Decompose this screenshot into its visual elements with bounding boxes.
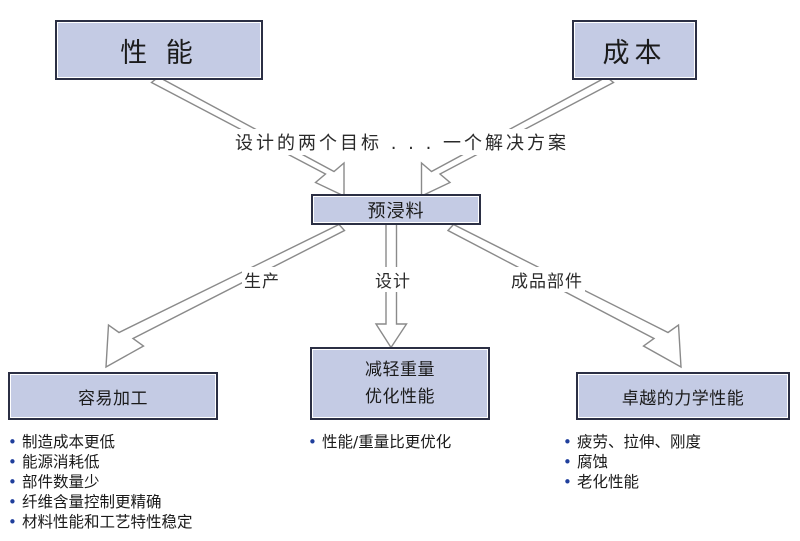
list-item: • 性能/重量比更优化 xyxy=(308,432,451,452)
list-item: • 制造成本更低 xyxy=(8,432,193,452)
node-cost[interactable]: 成本 xyxy=(572,20,697,80)
node-prepreg[interactable]: 预浸料 xyxy=(311,194,481,225)
bullet-dot-icon: • xyxy=(563,433,572,451)
list-item-label: 制造成本更低 xyxy=(22,433,116,451)
list-item: • 腐蚀 xyxy=(563,452,701,472)
bullet-list-weight-performance: • 性能/重量比更优化 xyxy=(308,432,451,452)
list-item: • 疲劳、拉伸、刚度 xyxy=(563,432,701,452)
arrow-prepreg-to-mechanical xyxy=(446,223,682,369)
list-item-label: 疲劳、拉伸、刚度 xyxy=(577,433,702,451)
bullet-dot-icon: • xyxy=(8,433,17,451)
list-item: • 材料性能和工艺特性稳定 xyxy=(8,512,193,532)
bullet-dot-icon: • xyxy=(8,493,17,511)
list-item: • 老化性能 xyxy=(563,472,701,492)
bullet-dot-icon: • xyxy=(563,473,572,491)
node-prepreg-label: 预浸料 xyxy=(367,200,425,222)
node-weight-performance-label-1: 减轻重量 xyxy=(365,360,435,381)
node-performance[interactable]: 性 能 xyxy=(55,20,263,80)
node-easy-processing-label: 容易加工 xyxy=(78,388,148,409)
bullet-list-easy-processing: • 制造成本更低 • 能源消耗低 • 部件数量少 • 纤维含量控制更精确 • 材… xyxy=(8,432,193,532)
list-item-label: 部件数量少 xyxy=(22,473,100,491)
arrow-prepreg-to-easy-processing xyxy=(105,223,346,369)
bullet-dot-icon: • xyxy=(308,433,317,451)
list-item-label: 能源消耗低 xyxy=(22,453,100,471)
node-weight-performance-label-2: 优化性能 xyxy=(365,386,435,407)
bullet-dot-icon: • xyxy=(563,453,572,471)
list-item: • 能源消耗低 xyxy=(8,452,193,472)
list-item: • 部件数量少 xyxy=(8,472,193,492)
list-item-label: 材料性能和工艺特性稳定 xyxy=(22,513,193,531)
node-weight-performance[interactable]: 减轻重量 优化性能 xyxy=(310,347,490,420)
list-item-label: 腐蚀 xyxy=(577,453,609,471)
bullet-dot-icon: • xyxy=(8,473,17,491)
node-mechanical[interactable]: 卓越的力学性能 xyxy=(576,372,790,420)
node-mechanical-label: 卓越的力学性能 xyxy=(621,388,745,409)
list-item-label: 纤维含量控制更精确 xyxy=(22,493,162,511)
main-goal-label: 设计的两个目标 . . . 一个解决方案 xyxy=(233,129,572,155)
bullet-list-mechanical: • 疲劳、拉伸、刚度 • 腐蚀 • 老化性能 xyxy=(563,432,701,492)
node-performance-label: 性 能 xyxy=(120,37,198,69)
node-cost-label: 成本 xyxy=(602,37,667,69)
bullet-dot-icon: • xyxy=(8,513,17,531)
list-item-label: 老化性能 xyxy=(577,473,640,491)
branch-label-design: 设计 xyxy=(373,267,413,292)
bullet-dot-icon: • xyxy=(8,453,17,471)
list-item: • 纤维含量控制更精确 xyxy=(8,492,193,512)
node-easy-processing[interactable]: 容易加工 xyxy=(8,372,218,420)
branch-label-production: 生产 xyxy=(242,267,282,292)
list-item-label: 性能/重量比更优化 xyxy=(322,433,452,451)
branch-label-finished-part: 成品部件 xyxy=(509,267,585,292)
